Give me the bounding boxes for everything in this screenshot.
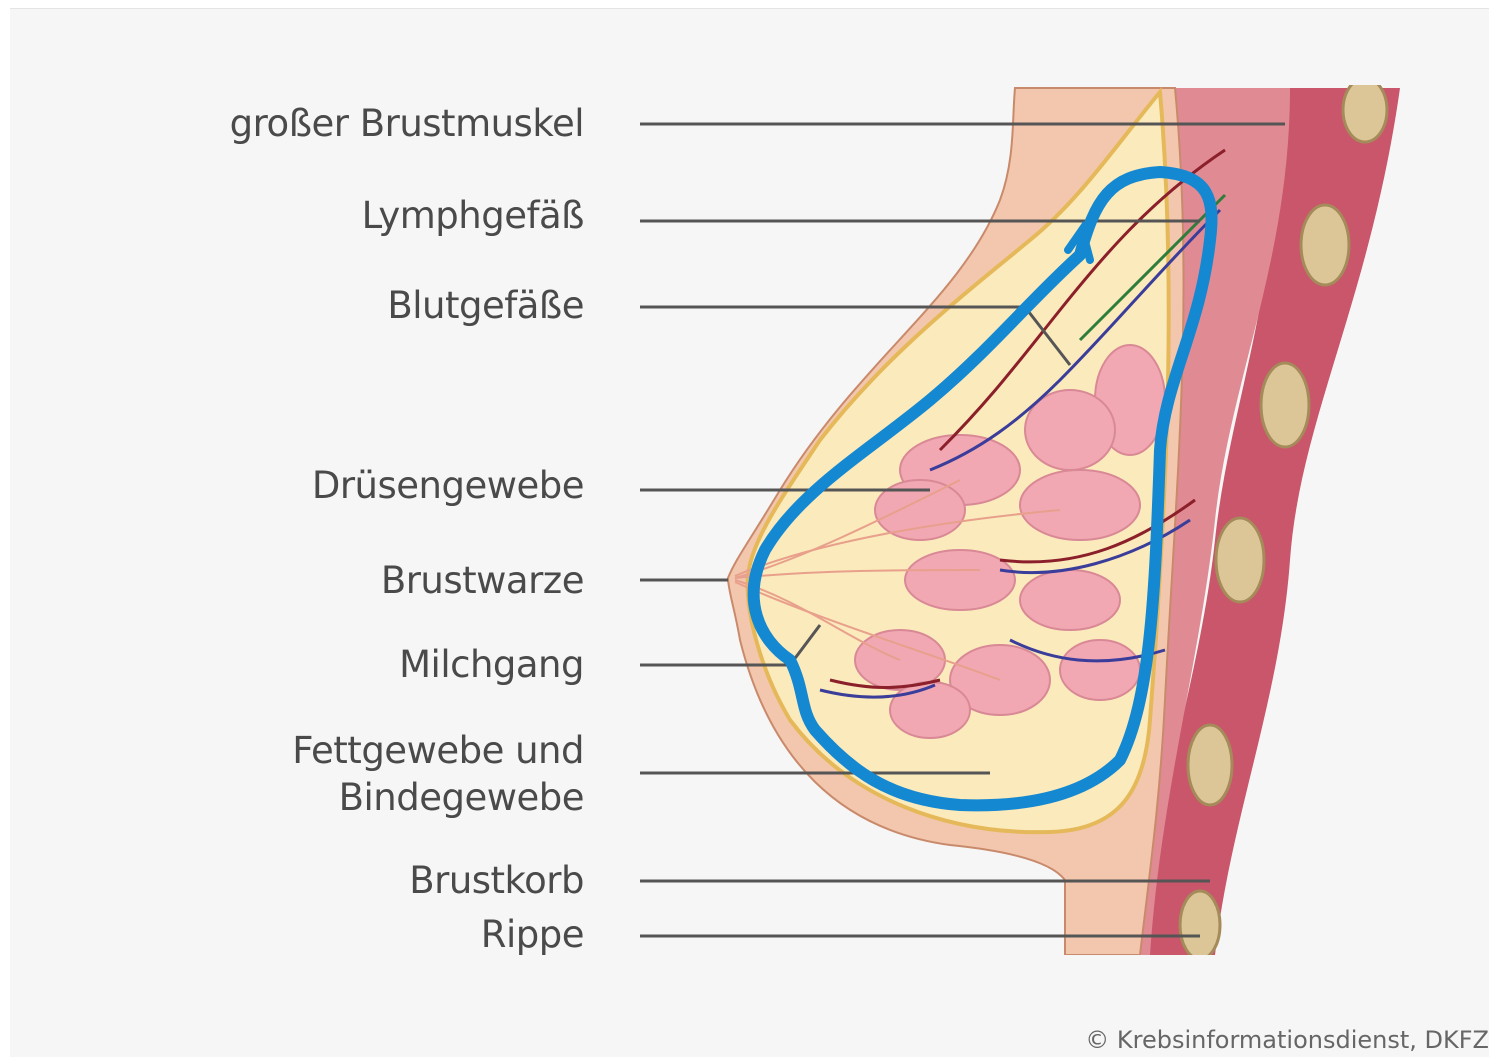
label-fat-tissue-line2: Bindegewebe [339, 775, 584, 821]
label-glandular-tissue: Drüsengewebe [312, 463, 584, 509]
copyright-credit: © Krebsinformationsdienst, DKFZ [1085, 1026, 1489, 1054]
label-rib: Rippe [481, 912, 584, 958]
label-chest: Brustkorb [409, 858, 584, 904]
label-lymph-vessel: Lymphgefäß [362, 193, 584, 239]
label-milk-duct: Milchgang [399, 642, 584, 688]
label-nipple: Brustwarze [381, 558, 584, 604]
label-fat-tissue-line1: Fettgewebe und [292, 728, 584, 774]
label-pectoral-muscle: großer Brustmuskel [230, 101, 584, 147]
label-blood-vessels: Blutgefäße [387, 283, 584, 329]
